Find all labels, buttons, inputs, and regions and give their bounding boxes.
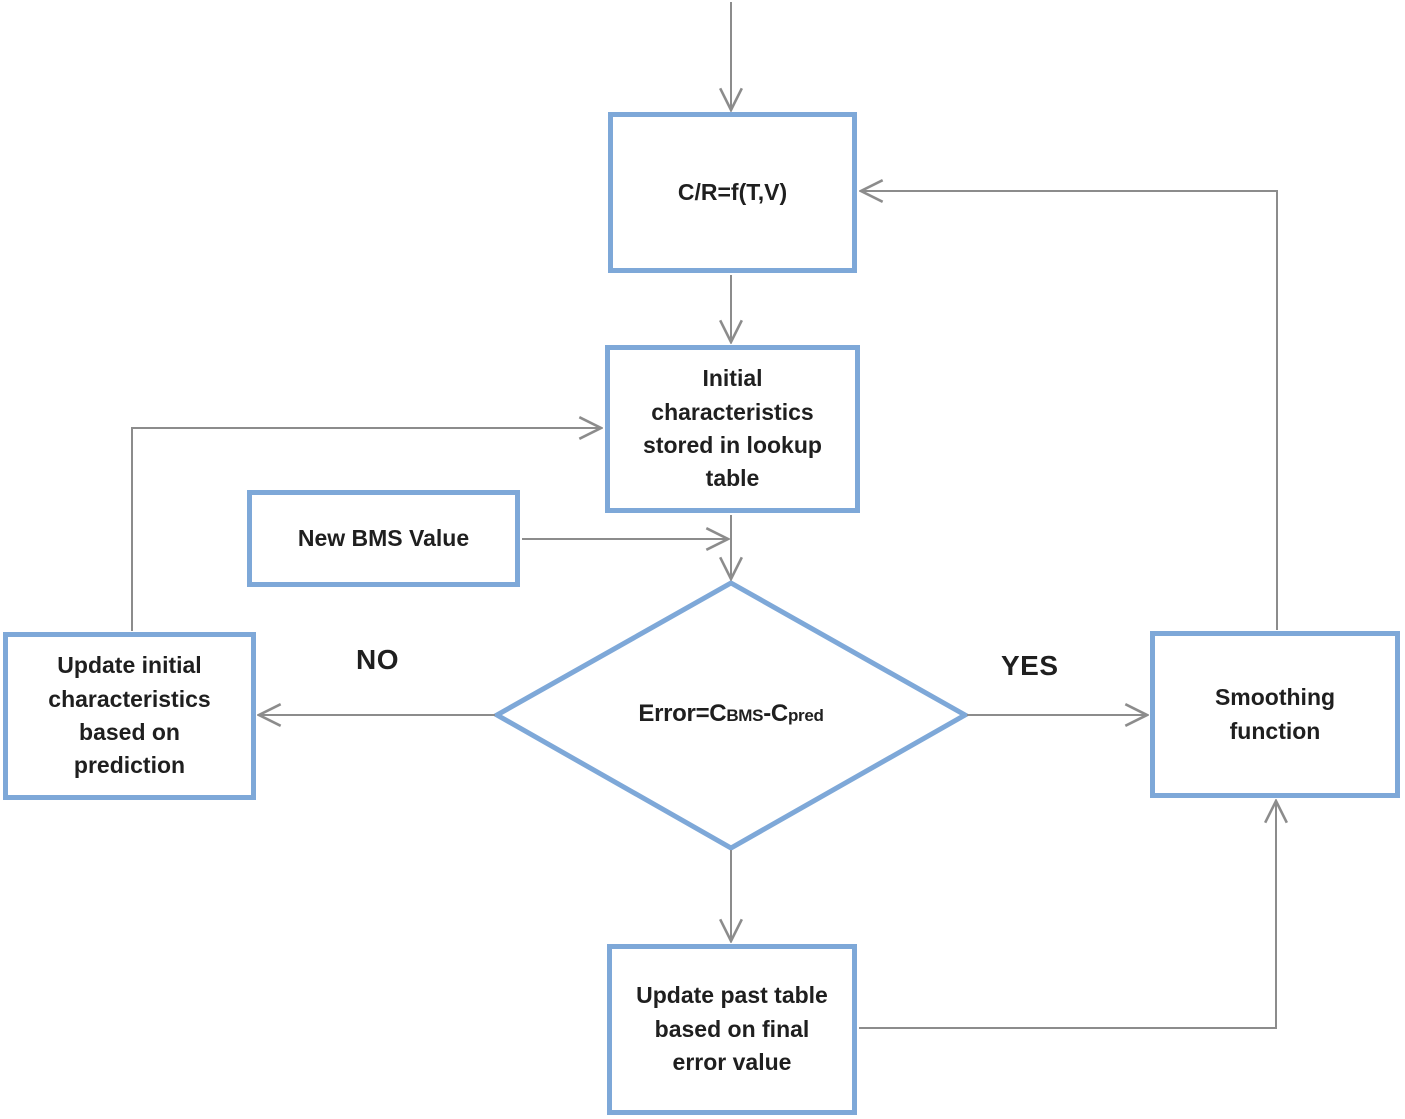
decision-text-sub2: pred xyxy=(787,706,824,725)
edge-update-past-to-smoothing xyxy=(859,801,1276,1029)
node-update-past-label: Update past table based on final error v… xyxy=(636,982,828,1076)
node-initial-characteristics-label: Initial characteristics stored in lookup… xyxy=(643,365,822,492)
node-update-past: Update past table based on final error v… xyxy=(607,944,857,1115)
decision-text-main1: Error=C xyxy=(638,700,727,727)
node-crf: C/R=f(T,V) xyxy=(608,112,857,273)
edge-label-yes: YES xyxy=(1001,650,1059,681)
node-smoothing: Smoothing function xyxy=(1150,631,1400,798)
node-initial-characteristics: Initial characteristics stored in lookup… xyxy=(605,345,860,513)
edge-smoothing-to-crf xyxy=(861,191,1278,630)
node-decision-label: Error=CBMS-Cpred xyxy=(551,700,911,728)
node-update-initial-label: Update initial characteristics based on … xyxy=(48,652,211,779)
node-new-bms-label: New BMS Value xyxy=(297,524,470,551)
decision-text-main2: -C xyxy=(763,700,788,727)
node-update-initial: Update initial characteristics based on … xyxy=(3,632,256,800)
node-smoothing-label: Smoothing function xyxy=(1214,684,1336,744)
node-crf-label: C/R=f(T,V) xyxy=(677,178,788,205)
node-new-bms: New BMS Value xyxy=(247,490,520,587)
edge-label-no: NO xyxy=(356,644,399,675)
decision-text-sub1: BMS xyxy=(726,706,764,725)
